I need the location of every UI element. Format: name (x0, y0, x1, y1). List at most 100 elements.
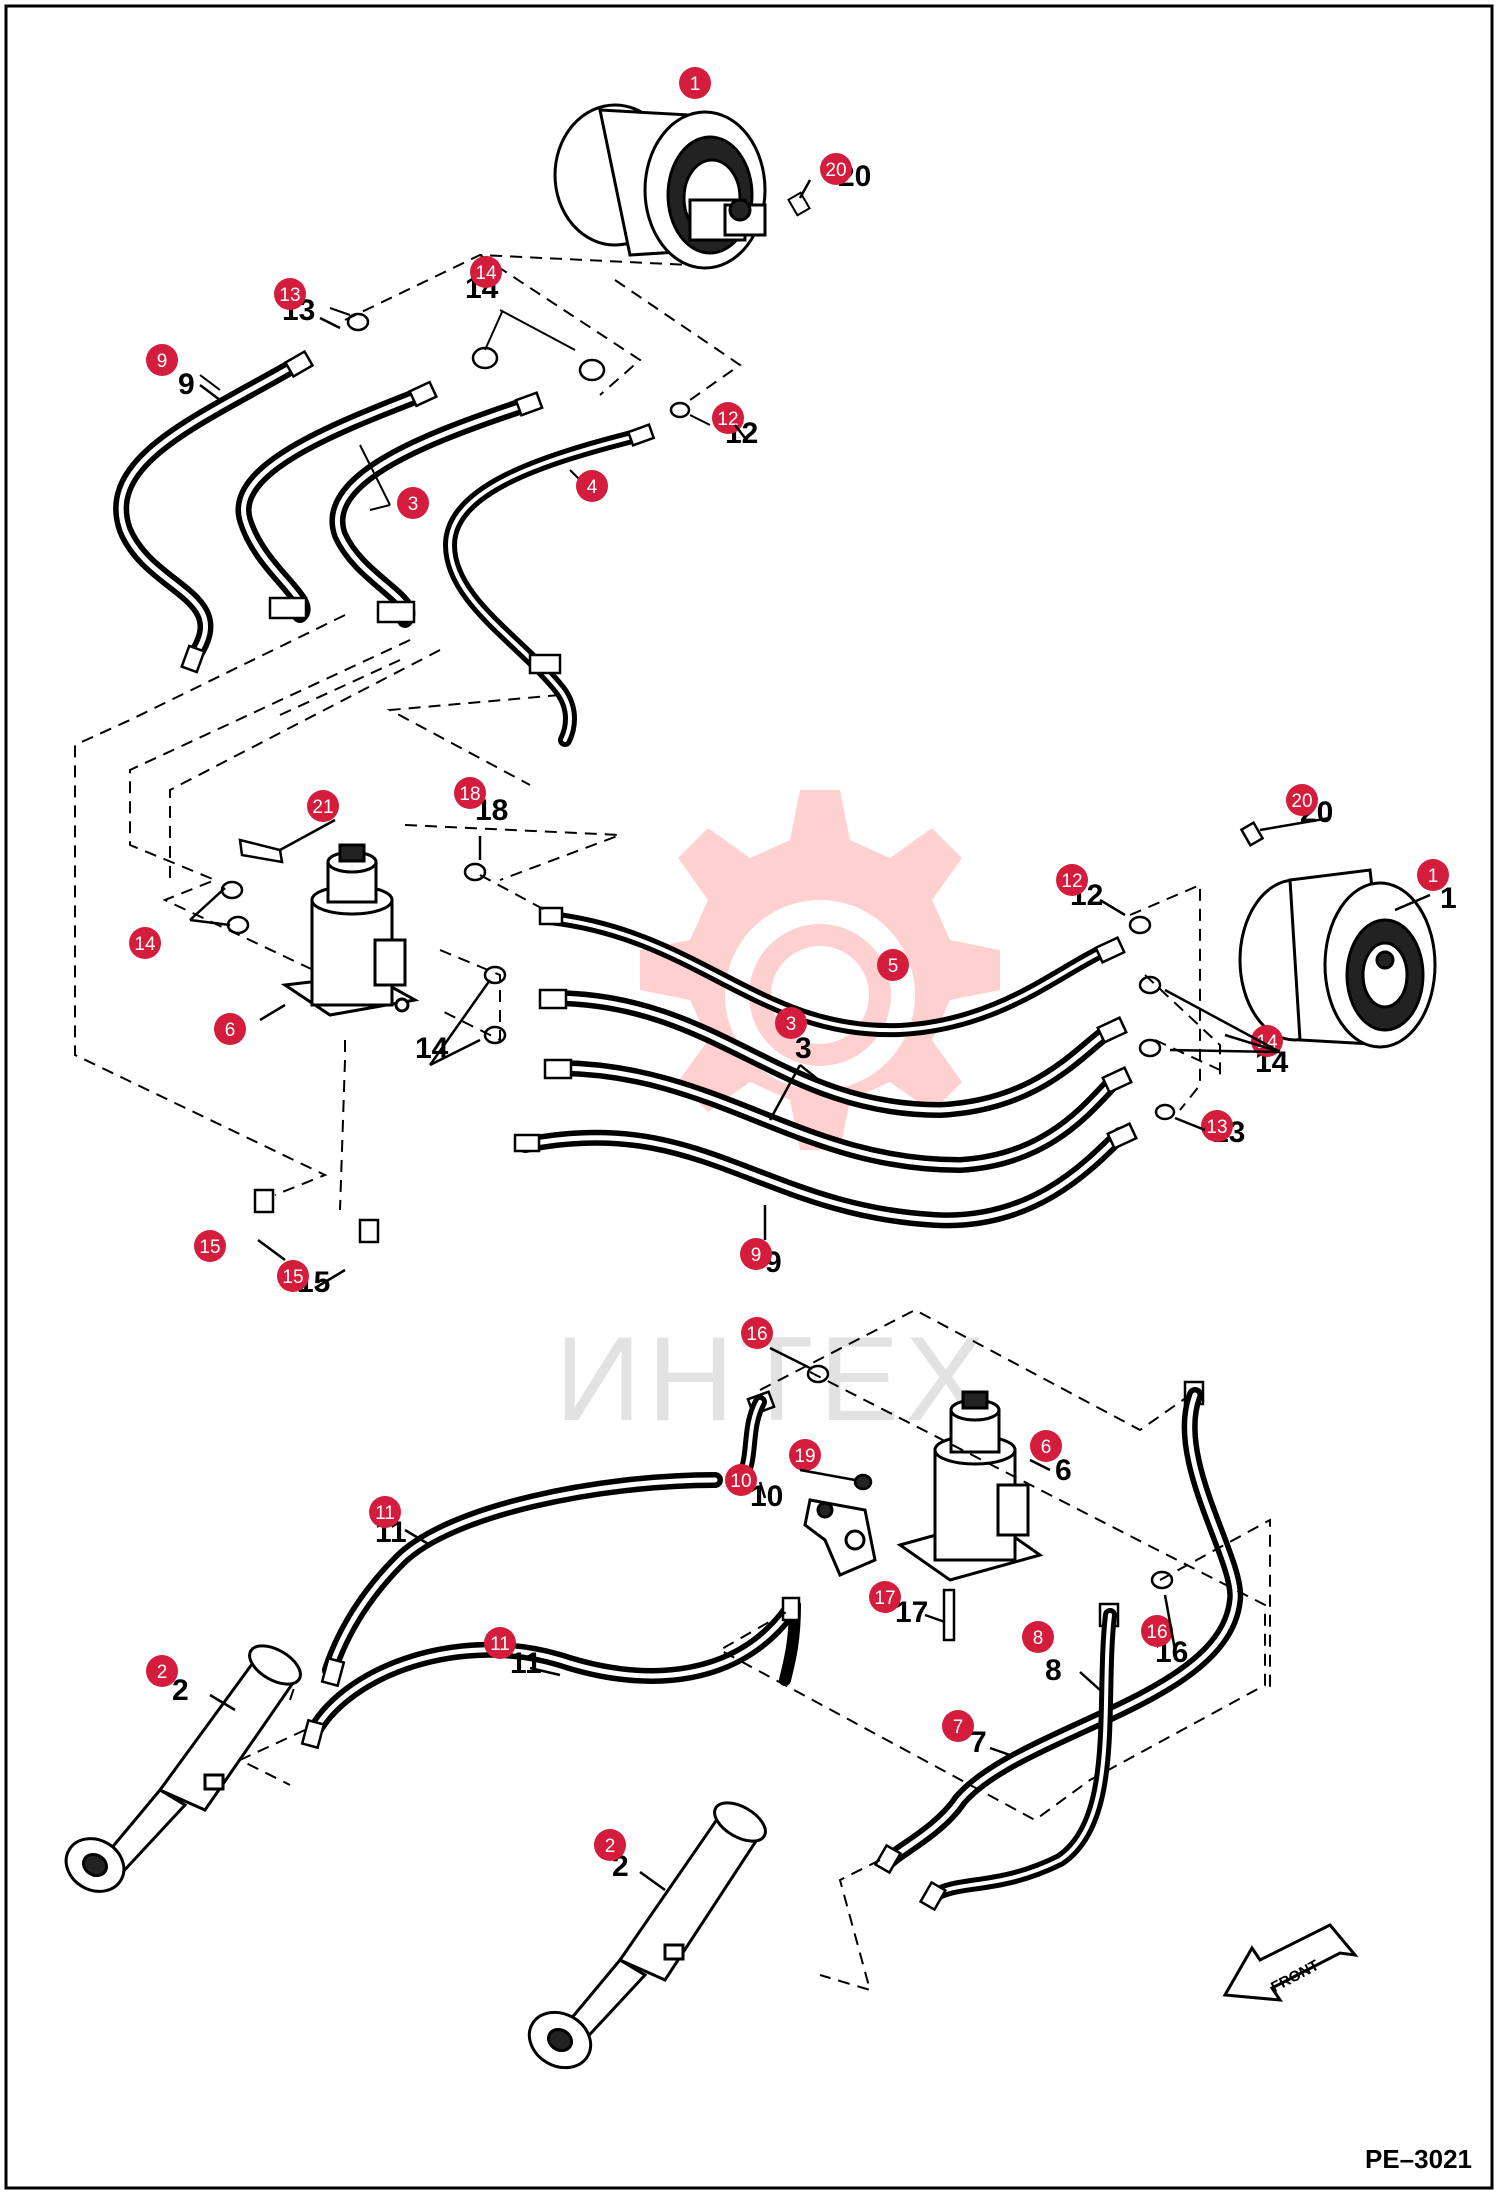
label-6-lower: 6 (1055, 1454, 1072, 1487)
svg-text:2: 2 (157, 1662, 168, 1683)
callout-14-left: 14 (129, 927, 161, 959)
svg-text:15: 15 (199, 1237, 220, 1258)
svg-text:11: 11 (490, 1634, 510, 1655)
document-code: PE–3021 (1365, 2144, 1472, 2174)
svg-text:19: 19 (794, 1446, 815, 1467)
svg-text:14: 14 (475, 263, 497, 284)
svg-text:5: 5 (888, 956, 899, 977)
svg-text:7: 7 (953, 1717, 964, 1738)
callout-8: 8 (1022, 1621, 1054, 1653)
cylinder-left (64, 1644, 302, 1893)
svg-text:13: 13 (1206, 1117, 1227, 1138)
callout-4: 4 (576, 470, 608, 502)
middle-fittings (463, 820, 1265, 1153)
callout-9-top: 9 (146, 344, 178, 376)
callout-3-middle: 3 (775, 1007, 807, 1039)
callout-20-top: 20 (820, 153, 852, 185)
svg-text:1: 1 (1428, 866, 1439, 887)
svg-text:12: 12 (1061, 871, 1082, 892)
callout-9-middle: 9 (740, 1238, 772, 1270)
callout-12-right: 12 (1056, 864, 1088, 896)
callout-1-right: 1 (1417, 859, 1449, 891)
bracket-10 (803, 1498, 877, 1577)
callout-6-lower: 6 (1030, 1430, 1062, 1462)
callout-13-top: 13 (274, 278, 306, 310)
swivel-joint-upper (280, 843, 420, 1017)
label-11-lower: 11 (510, 1647, 542, 1680)
svg-text:8: 8 (1033, 1628, 1044, 1649)
svg-text:18: 18 (459, 784, 480, 805)
callout-15-left: 15 (194, 1230, 226, 1262)
lower-fittings (300, 1596, 948, 1912)
svg-text:3: 3 (408, 494, 419, 515)
callout-3-top: 3 (397, 487, 429, 519)
callout-17: 17 (869, 1581, 901, 1613)
hose-4-upper (442, 428, 647, 747)
svg-text:4: 4 (587, 477, 598, 498)
svg-text:15: 15 (282, 1267, 303, 1288)
callout-21: 21 (307, 790, 339, 822)
svg-text:6: 6 (225, 1020, 236, 1041)
svg-text:20: 20 (1291, 791, 1312, 812)
svg-text:12: 12 (717, 409, 738, 430)
callout-19: 19 (789, 1439, 821, 1471)
callout-1-top: 1 (679, 67, 711, 99)
svg-text:17: 17 (874, 1588, 895, 1609)
watermark-gear-icon (640, 790, 1000, 1150)
label-3-middle: 3 (795, 1032, 812, 1065)
callout-15-lower: 15 (277, 1260, 309, 1292)
bolt-20-top (787, 191, 811, 217)
page-frame (4, 4, 1494, 2190)
callout-10: 10 (725, 1464, 757, 1496)
upper-dash-lines (74, 253, 742, 1196)
callout-6-upper: 6 (214, 1013, 246, 1045)
svg-text:16: 16 (746, 1324, 767, 1345)
svg-text:3: 3 (786, 1014, 797, 1035)
svg-text:16: 16 (1146, 1622, 1167, 1643)
upper-hoses (113, 357, 647, 747)
callout-18: 18 (454, 777, 486, 809)
label-7: 7 (970, 1726, 987, 1759)
upper-leader-lines (199, 307, 711, 511)
label-9-upper: 9 (178, 368, 195, 401)
callout-11-lower: 11 (484, 1627, 516, 1659)
middle-hoses (517, 911, 1128, 1229)
middle-dash-lines (339, 824, 1221, 1211)
callout-5: 5 (877, 949, 909, 981)
upper-fittings (180, 312, 691, 675)
callouts: 1 20 13 14 9 12 3 4 21 18 20 12 1 14 5 6… (129, 67, 1449, 1861)
svg-text:10: 10 (730, 1471, 751, 1492)
label-2-left: 2 (172, 1674, 189, 1707)
callout-16-lower: 16 (1141, 1615, 1173, 1647)
svg-text:6: 6 (1041, 1437, 1052, 1458)
cylinder-right (527, 1801, 767, 2070)
label-8: 8 (1045, 1654, 1062, 1687)
label-1-right: 1 (1440, 882, 1457, 915)
svg-text:21: 21 (312, 797, 333, 818)
callout-13-right: 13 (1201, 1110, 1233, 1142)
callout-2-right: 2 (594, 1829, 626, 1861)
svg-text:2: 2 (605, 1836, 616, 1857)
front-arrow-icon: FRONT (1222, 1923, 1359, 2002)
swivel-upper-fittings (220, 838, 507, 1244)
callout-2-left: 2 (146, 1655, 178, 1687)
svg-text:9: 9 (751, 1245, 762, 1266)
hose-3-upper-a (235, 387, 428, 623)
lower-hoses (307, 1387, 1244, 1902)
svg-text:1: 1 (690, 74, 701, 95)
callout-7: 7 (942, 1710, 974, 1742)
svg-text:14: 14 (134, 934, 156, 955)
swivel-joint-lower (896, 1390, 1044, 1582)
label-17: 17 (895, 1596, 928, 1629)
watermark-text: ИНТЕХ (555, 1312, 991, 1446)
callout-16-upper: 16 (741, 1317, 773, 1349)
label-leaders (189, 179, 1431, 1892)
svg-text:20: 20 (825, 160, 846, 181)
callout-14-top: 14 (470, 256, 502, 288)
travel-motor-right (1238, 868, 1437, 1049)
callout-11-upper: 11 (369, 1496, 401, 1528)
callout-20-right: 20 (1286, 784, 1318, 816)
svg-text:13: 13 (279, 285, 300, 306)
